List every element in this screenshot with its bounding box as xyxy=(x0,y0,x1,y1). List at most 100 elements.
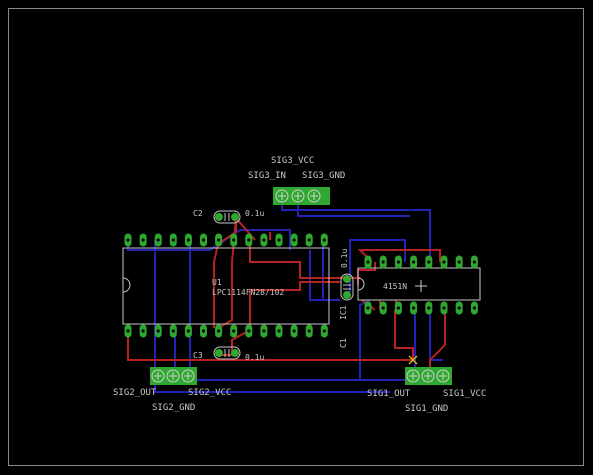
ic1-pad-hole xyxy=(442,260,446,264)
c3-outline xyxy=(213,346,241,360)
sig3-terminal-block[interactable]: SIG3_VCC SIG3_IN SIG3_GND xyxy=(248,156,345,205)
sig1-terminal-block[interactable]: SIG1_OUT SIG1_VCC SIG1_GND xyxy=(367,367,486,414)
u1-pad-hole xyxy=(156,238,160,242)
sig3-gnd-label: SIG3_GND xyxy=(302,171,345,181)
sig2-vcc-label: SIG2_VCC xyxy=(188,388,231,398)
sig2-screw-slot xyxy=(184,372,192,380)
u1-top-pad-row xyxy=(124,233,328,247)
sig3-in-label: SIG3_IN xyxy=(248,171,286,181)
ic1-pad-hole xyxy=(396,260,400,264)
ic1-pad-hole xyxy=(381,306,385,310)
c1-outline xyxy=(340,273,354,301)
u1-pad-hole xyxy=(277,329,281,333)
c2-capacitor[interactable]: C2 0.1u xyxy=(193,209,264,224)
c3-name: C3 xyxy=(193,351,203,360)
c3-pad-2 xyxy=(231,349,239,357)
u1-pad-hole xyxy=(126,329,130,333)
sig1-screw xyxy=(421,369,435,383)
bottom-layer-traces xyxy=(127,196,443,393)
c2-value: 0.1u xyxy=(245,209,264,218)
u1-pad-hole xyxy=(232,238,236,242)
u1-pad-hole xyxy=(141,238,145,242)
c1-pad-1 xyxy=(343,275,351,283)
sig2-screw-slot xyxy=(169,372,177,380)
sig2-screw xyxy=(151,369,165,383)
u1-pad-hole xyxy=(217,238,221,242)
u1-dip28[interactable]: U1 LPC1114FN28/102 xyxy=(122,233,330,338)
u1-pad-hole xyxy=(141,329,145,333)
c2-name: C2 xyxy=(193,209,203,218)
sig3-screw-slot xyxy=(310,192,318,200)
via-marker-icon xyxy=(408,355,418,365)
sig3-screw-slot xyxy=(294,192,302,200)
sig1-screw-slot xyxy=(424,372,432,380)
ic1-origin-marker xyxy=(415,280,427,292)
ic1-pad-hole xyxy=(457,306,461,310)
u1-part: LPC1114FN28/102 xyxy=(212,288,284,297)
u1-pad-hole xyxy=(186,329,190,333)
ic1-pad-hole xyxy=(366,260,370,264)
u1-pad-hole xyxy=(307,238,311,242)
u1-bottom-pad-row xyxy=(124,324,328,338)
u1-pad-hole xyxy=(247,329,251,333)
c2-pad-1 xyxy=(215,213,223,221)
u1-outline xyxy=(122,247,330,325)
c1-pad-2 xyxy=(343,291,351,299)
sig3-screw xyxy=(291,189,305,203)
ic1-pad-hole xyxy=(366,306,370,310)
u1-pad-hole xyxy=(201,329,206,333)
sig1-screw-slot xyxy=(409,372,417,380)
u1-pad-hole xyxy=(262,238,266,242)
u1-pad-hole xyxy=(186,238,190,242)
capacitor-icon xyxy=(343,284,351,290)
sig1-screw-slot xyxy=(439,372,447,380)
ic1-part: 4151N xyxy=(383,282,407,291)
board-outline xyxy=(8,8,584,466)
sig2-terminal-block[interactable]: SIG2_OUT SIG2_VCC SIG2_GND xyxy=(113,367,231,413)
c3-pad-1 xyxy=(215,349,223,357)
ic1-top-pad-row xyxy=(364,255,478,269)
ic1-pad-hole xyxy=(442,306,446,310)
c1-name: C1 xyxy=(339,338,348,348)
capacitor-icon xyxy=(224,213,230,221)
sig3-screw-slot xyxy=(278,192,286,200)
ic1-pad-hole xyxy=(412,260,416,264)
u1-pad-hole xyxy=(277,238,281,242)
u1-pad-hole xyxy=(171,238,175,242)
u1-pad-hole xyxy=(292,238,296,242)
sig1-out-label: SIG1_OUT xyxy=(367,389,411,399)
c1-capacitor[interactable]: C1 0.1u xyxy=(339,249,354,348)
sig1-screw xyxy=(436,369,450,383)
sig1-vcc-label: SIG1_VCC xyxy=(443,389,486,399)
u1-name: U1 xyxy=(212,278,222,287)
sig2-screw xyxy=(181,369,195,383)
sig2-screw-slot xyxy=(154,372,162,380)
ic1-bottom-pad-row xyxy=(364,301,478,315)
ic1-name: IC1 xyxy=(339,305,348,320)
sig2-screw xyxy=(166,369,180,383)
u1-pad-hole xyxy=(217,329,221,333)
u1-pad-hole xyxy=(156,329,160,333)
sig1-gnd-label: SIG1_GND xyxy=(405,404,448,414)
u1-pad-hole xyxy=(292,329,296,333)
sig3-screw xyxy=(275,189,289,203)
ic1-pad-hole xyxy=(457,260,461,264)
sig3-screw xyxy=(307,189,321,203)
c1-value: 0.1u xyxy=(340,249,349,268)
ic1-pad-hole xyxy=(472,260,476,264)
c2-pad-2 xyxy=(231,213,239,221)
ic1-dip8[interactable]: 4151N IC1 xyxy=(339,255,481,321)
u1-pad-hole xyxy=(307,329,311,333)
u1-pad-hole xyxy=(171,329,175,333)
sig2-gnd-label: SIG2_GND xyxy=(152,403,195,413)
c3-capacitor[interactable]: C3 0.1u xyxy=(193,346,264,362)
u1-pad-hole xyxy=(126,238,130,242)
u1-notch xyxy=(122,277,131,293)
ic1-pad-hole xyxy=(427,260,431,264)
ic1-pad-hole xyxy=(472,306,476,310)
u1-pad-hole xyxy=(322,329,326,333)
sig3-vcc-label: SIG3_VCC xyxy=(271,156,314,166)
u1-pad-hole xyxy=(322,238,326,242)
